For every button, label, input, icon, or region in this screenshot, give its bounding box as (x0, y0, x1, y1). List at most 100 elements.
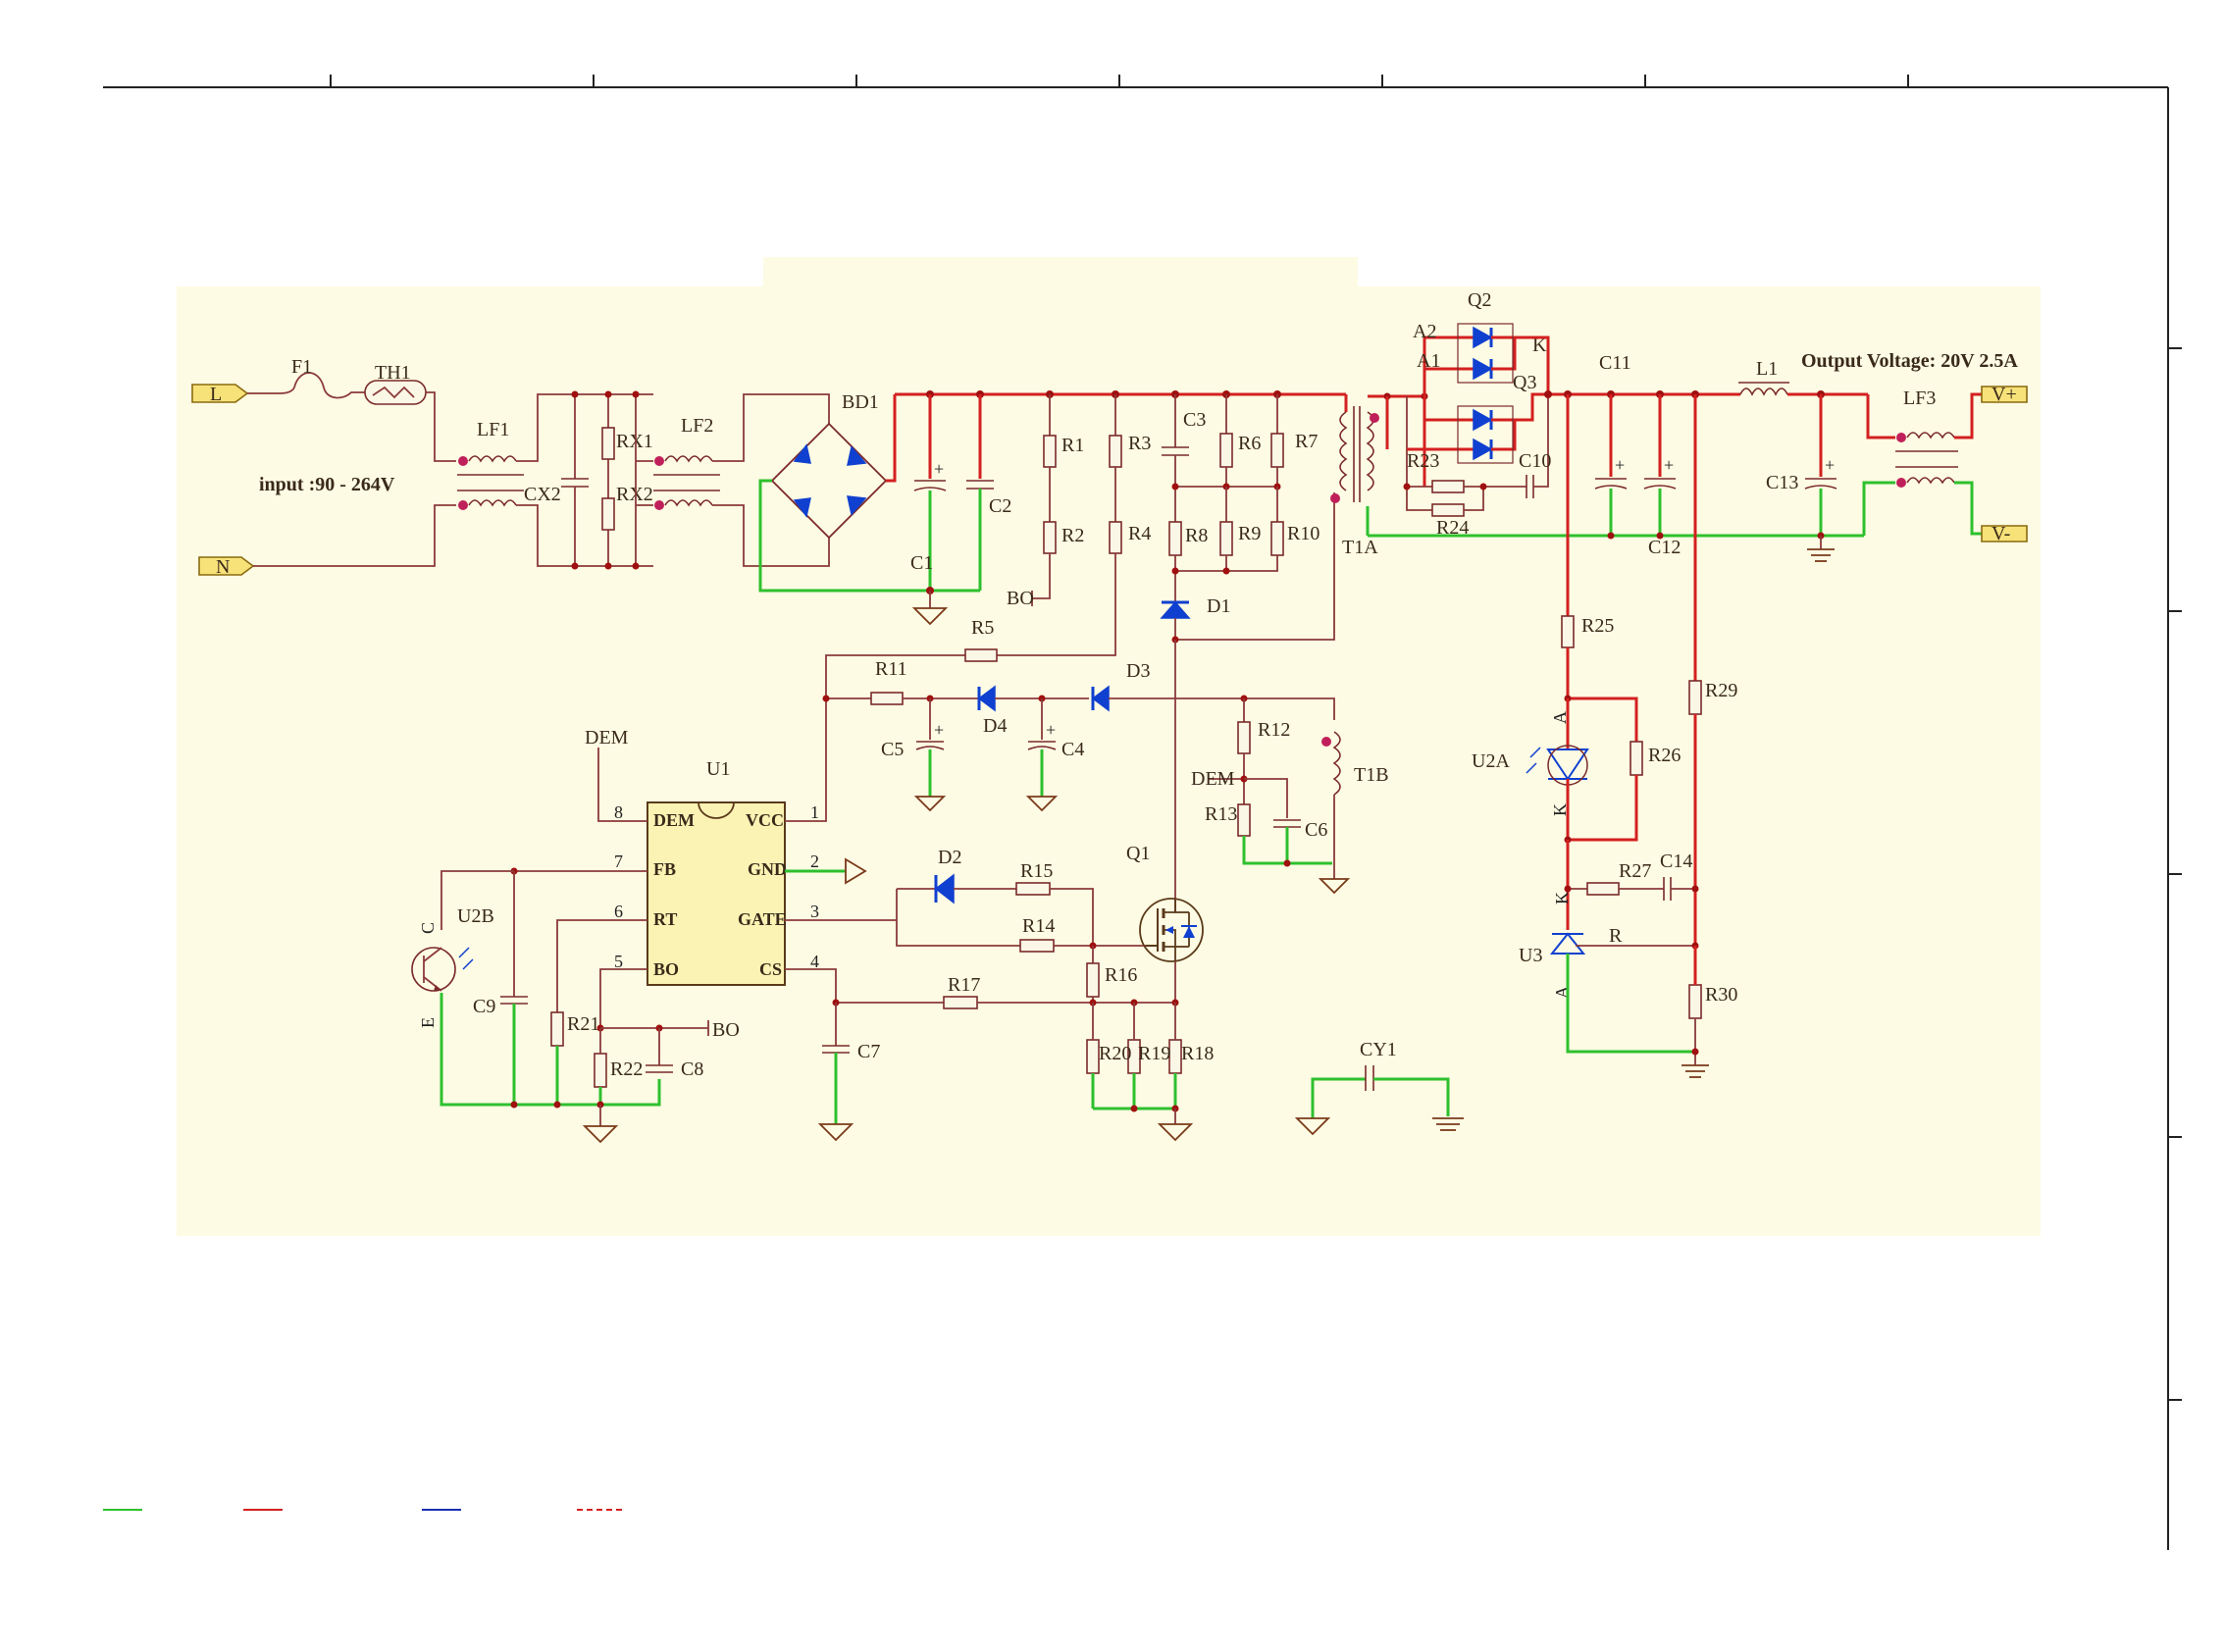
svg-text:+: + (1825, 455, 1835, 475)
label-LF2: LF2 (681, 415, 713, 437)
label-R13: R13 (1205, 803, 1237, 825)
label-R4: R4 (1128, 523, 1151, 544)
transistor-pin-e: E (418, 1017, 438, 1028)
label-R11: R11 (875, 658, 907, 680)
regulator-pin-k: K (1552, 892, 1572, 904)
label-U1: U1 (706, 758, 730, 780)
label-T1A: T1A (1342, 537, 1378, 558)
label-U2B: U2B (457, 905, 494, 927)
legend-ground-line (103, 1509, 142, 1511)
bridge-rectifier-BD1 (770, 422, 888, 540)
opto-pin-k: K (1550, 803, 1570, 816)
label-Q2: Q2 (1468, 289, 1491, 311)
chip-pin-rt: RT (653, 909, 677, 929)
label-R14: R14 (1022, 915, 1055, 937)
chip-pin-num-3: 3 (810, 902, 819, 921)
input-section: L N F1 TH1 LF1 input :90 - 264V (191, 356, 980, 593)
label-L1: L1 (1756, 358, 1778, 380)
label-R19: R19 (1138, 1043, 1170, 1064)
label-C3: C3 (1183, 409, 1206, 431)
label-U2A: U2A (1472, 750, 1510, 772)
label-R21: R21 (567, 1013, 599, 1035)
label-C4: C4 (1061, 739, 1084, 760)
label-D4: D4 (983, 715, 1007, 737)
label-R15: R15 (1020, 860, 1053, 882)
label-D2: D2 (938, 847, 961, 868)
label-R10: R10 (1287, 523, 1319, 544)
label-R17: R17 (948, 974, 980, 996)
rectifier-pin-a2: A2 (1413, 321, 1436, 342)
chip-pin-num-7: 7 (614, 852, 623, 871)
common-mode-choke-LF1 (457, 455, 524, 510)
port-vplus-label: V+ (1992, 384, 2017, 405)
primary-rail: + C1 C2 BO R1 R2 R3 R4 C3 (895, 390, 1346, 912)
chip-pin-num-1: 1 (810, 802, 819, 822)
label-R26: R26 (1648, 745, 1681, 766)
label-C6: C6 (1305, 819, 1327, 841)
port-vplus (1981, 386, 2028, 403)
label-D1: D1 (1207, 595, 1230, 617)
port-vminus-label: V- (1992, 523, 2010, 544)
label-C13: C13 (1766, 472, 1798, 493)
label-C2: C2 (989, 495, 1011, 517)
port-neutral-label: N (216, 556, 230, 578)
schematic-background (177, 286, 2041, 1236)
label-C1: C1 (910, 552, 933, 574)
label-R30: R30 (1705, 984, 1737, 1006)
transistor-pin-c: C (418, 922, 438, 934)
svg-text:+: + (1046, 720, 1056, 740)
label-D3: D3 (1126, 660, 1150, 682)
label-R12: R12 (1258, 719, 1290, 741)
label-R7: R7 (1295, 431, 1318, 452)
port-vminus (1981, 525, 2028, 542)
opto-pin-a: A (1550, 711, 1570, 724)
chip-pin-num-2: 2 (810, 852, 819, 871)
label-C12: C12 (1648, 537, 1681, 558)
label-CY1: CY1 (1360, 1039, 1397, 1060)
chip-pin-gnd: GND (748, 859, 787, 879)
net-label-dem-left: DEM (585, 727, 629, 749)
legend-dashed-line (577, 1509, 622, 1511)
chip-pin-gate: GATE (738, 909, 787, 929)
label-C14: C14 (1660, 851, 1692, 872)
svg-text:+: + (934, 720, 944, 740)
label-C9: C9 (473, 996, 495, 1017)
label-R27: R27 (1619, 860, 1651, 882)
net-label-bo-top: BO (1007, 588, 1034, 609)
label-C10: C10 (1519, 450, 1551, 472)
label-R23: R23 (1407, 450, 1439, 472)
regulator-pin-r: R (1609, 925, 1623, 947)
input-range-label: input :90 - 264V (259, 474, 395, 495)
label-RX2: RX2 (616, 484, 653, 505)
secondary-section: Q2 A2 A1 K Q3 R23 C10 R24 (1366, 289, 2028, 1078)
chip-pin-bo: BO (653, 959, 679, 979)
port-neutral (198, 556, 255, 576)
label-R25: R25 (1581, 615, 1614, 637)
common-mode-choke-LF3 (1895, 432, 1958, 488)
label-TH1: TH1 (375, 362, 411, 384)
label-RX1: RX1 (616, 431, 653, 452)
label-R16: R16 (1105, 964, 1137, 986)
chip-pin-vcc: VCC (746, 810, 784, 830)
port-line-label: L (210, 384, 222, 405)
label-BD1: BD1 (842, 391, 879, 413)
net-label-dem-right: DEM (1191, 768, 1235, 790)
label-R29: R29 (1705, 680, 1737, 701)
label-U3: U3 (1519, 945, 1542, 966)
output-spec-label: Output Voltage: 20V 2.5A (1801, 350, 2018, 372)
label-R20: R20 (1099, 1043, 1131, 1064)
chip-pin-cs: CS (759, 959, 782, 979)
label-C5: C5 (881, 739, 904, 760)
label-R22: R22 (610, 1058, 643, 1080)
net-label-bo-bottom: BO (712, 1019, 740, 1041)
label-R6: R6 (1238, 433, 1261, 454)
chip-pin-dem: DEM (653, 810, 695, 830)
label-Q3: Q3 (1513, 372, 1536, 393)
chip-pin-num-4: 4 (810, 952, 819, 971)
label-C11: C11 (1599, 352, 1631, 374)
svg-text:+: + (934, 459, 944, 479)
label-R5: R5 (971, 617, 994, 639)
mosfet-Q1 (1139, 898, 1204, 962)
